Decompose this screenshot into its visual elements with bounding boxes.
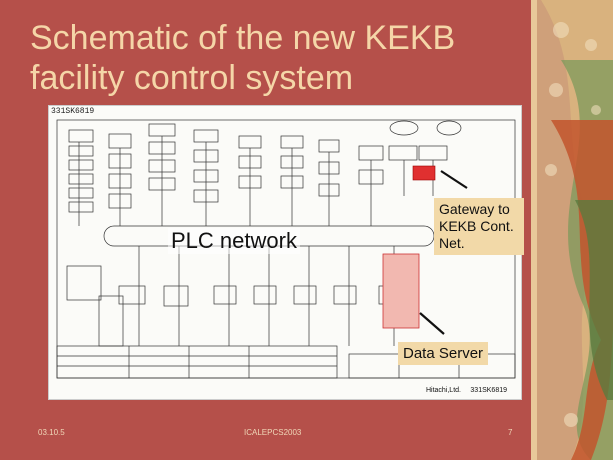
schematic-lines xyxy=(56,119,516,379)
footer-date: 03.10.5 xyxy=(38,428,65,437)
slide-title: Schematic of the new KEKB facility contr… xyxy=(30,19,456,97)
footer-conference: ICALEPCS2003 xyxy=(244,428,302,437)
drawing-id: 331SK6819 xyxy=(51,107,95,116)
gateway-callout: Gateway to KEKB Cont. Net. xyxy=(434,198,524,255)
footer-page-number: 7 xyxy=(508,428,513,437)
data-server-callout: Data Server xyxy=(398,342,489,365)
gateway-block xyxy=(412,165,436,181)
titleblock-vendor: Hitachi,Ltd. xyxy=(425,387,461,394)
plc-network-label: PLC network xyxy=(168,228,300,254)
titleblock-drawing-no: 331SK6819 xyxy=(470,387,507,394)
data-server-block xyxy=(382,253,420,329)
decorative-side-panel xyxy=(531,0,613,460)
